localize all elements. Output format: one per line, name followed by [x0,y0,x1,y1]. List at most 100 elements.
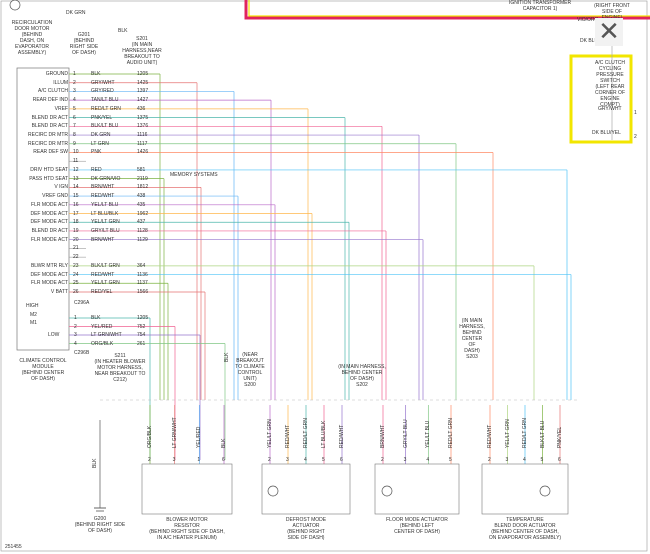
pin-a-color: GRY/LT BLU [91,227,120,234]
pin-a-circuit: 1117 [137,140,148,147]
pin-a-color: BRN/WHT [91,184,115,191]
pin-a-color: GRY/RED [91,88,114,95]
component-wire-label: RED/LT GRN [303,418,309,448]
pin-a-num: 4 [73,97,76,104]
g201-label: G201 (BEHIND RIGHT SIDE OF DASH) [69,32,99,56]
pin-a-circuit: 1128 [137,227,148,234]
pin-a-circuit: 1566 [137,289,149,295]
pin-a-circuit: 1426 [137,149,149,156]
component-wire-label: RED/WHT [339,424,345,448]
pin-a-label: BLEND DR ACT [31,114,68,121]
pin-a-circuit: 1129 [137,236,148,243]
connector-a-label: C296A [74,300,90,306]
component-wire-label: PNK/YEL [557,426,563,448]
temp-actuator-box [481,463,569,515]
blk-mid-label: BLK [224,352,230,362]
pin-a-color: RED/LT GRN [91,105,121,112]
pin-a-color: YEL/LT GRN [91,280,120,287]
vio-org-label: VIO/ORG [577,17,599,23]
pin-a-label: PASS HTD SEAT [29,175,68,182]
pin-a-label: A/C CLUTCH [37,88,68,95]
pin-a-num: 18 [73,219,79,226]
pin-a-circuit: 1962 [137,210,149,217]
pin-a-num: 2 [73,79,76,86]
component-pin-num: 5 [449,457,452,463]
pin-a-color: RED/WHT [91,193,115,200]
pin-a-circuit: 1116 [137,132,148,139]
component-name: FLOOR MODE ACTUATOR (BEHIND LEFT CENTER … [386,517,448,535]
pin-a-circuit: 1205 [137,71,149,77]
pin-a-color: TAN/LT BLU [91,97,119,104]
s203-label: (IN MAIN HARNESS, BEHIND CENTER OF DASH)… [459,318,485,360]
pin-a-label: FLR MODE ACT [31,280,68,287]
recirc-motor-icon [9,0,21,11]
pin-a-label: DEF MODE ACT [30,219,68,226]
pin-a-num: 1 [73,71,76,77]
switch-pin2: 2 [634,134,637,140]
component-name: BLOWER MOTOR RESISTOR (BEHIND RIGHT SIDE… [149,517,225,541]
close-icon[interactable]: ✕ [595,17,623,47]
component-wire-label: BLK [221,438,227,448]
g200-label: G200 (BEHIND RIGHT SIDE OF DASH) [74,516,126,534]
pin-a-label: FLR MODE ACT [31,201,68,208]
floor-motor-icon [381,485,393,497]
component-pin-num: 5 [322,457,325,463]
pin-a-circuit: 1397 [137,88,149,95]
pin-a-circuit: 1376 [137,123,149,130]
component-pin-num: 4 [426,457,430,463]
ac-switch-highlight [569,54,633,144]
pin-a-color: GRY/WHT [91,79,115,86]
pin-a-num: 6 [73,114,76,121]
component-pin-num: 4 [523,457,526,463]
pin-a-num: 22 [73,254,79,261]
component-wire-label: YEL/LT GRN [504,419,511,448]
pin-a-label: BLEND DR ACT [31,227,68,234]
pin-a-circuit: 1425 [137,79,149,86]
pin-b-color: BLK [91,315,101,321]
pin-a-num: 13 [73,175,79,182]
pin-a-color: DK GRN/VIO [91,175,121,182]
component-pin-num: 4 [304,457,307,463]
pin-b-circuit: 754 [137,332,146,338]
component-wire-label: ORG/BLK [147,425,153,448]
pin-a-label: RECIRC DR MTR [28,132,68,139]
component-wire-label: RED/LT GRN [448,418,454,448]
pin-a-num: 10 [73,149,79,156]
component-pin-num: 3 [286,457,289,463]
pin-a-color: BRN/WHT [91,236,115,243]
low-label: LOW [48,332,60,338]
pin-a-circuit: 581 [137,166,146,173]
pin-b-num: 4 [74,340,77,347]
pin-a-color: LT GRN [91,140,109,147]
pin-b-num: 1 [74,315,77,321]
component-pin-num: 2 [148,457,151,463]
memory-label: MEMORY SYSTEMS [170,172,218,178]
s200-label: (NEAR BREAKOUT TO CLIMATE CONTROL UNIT) … [235,352,265,388]
pin-a-label: RECIRC DR MTR [28,140,68,147]
gry-wht-label: GRY/WHT [598,106,622,112]
top-left-wire-label: DK GRN [66,10,86,16]
component-pin-num: 5 [540,457,544,463]
pin-b-num: 3 [74,332,77,338]
pin-a-circuit: 1136 [137,271,148,278]
pin-a-num: 19 [73,227,79,234]
pin-a-num: 25 [73,280,79,287]
pin-a-label: REAR DEF IND [32,97,68,104]
pin-a-num: 17 [73,210,79,217]
pin-a-label: FLR MODE ACT [31,236,68,243]
pin-b-circuit: 1205 [137,315,149,321]
pin-a-num: 11 [73,158,79,165]
pin-a-circuit: 2119 [137,175,148,182]
pin-a-color: BLK/LT GRN [91,262,120,269]
pin-a-label: DEF MODE ACT [30,271,68,278]
diagram-id: 251455 [5,544,22,550]
pin-a-label: ILLUM [53,79,68,86]
pin-a-num: 3 [73,88,76,95]
pin-a-label: GROUND [45,71,68,77]
ignition-box-outline [244,0,650,20]
component-pin-num: 6 [558,457,561,463]
component-wire-label: BRN/WHT [380,424,386,448]
blower-resistor-box [141,463,233,515]
m1-label: M1 [30,320,37,326]
